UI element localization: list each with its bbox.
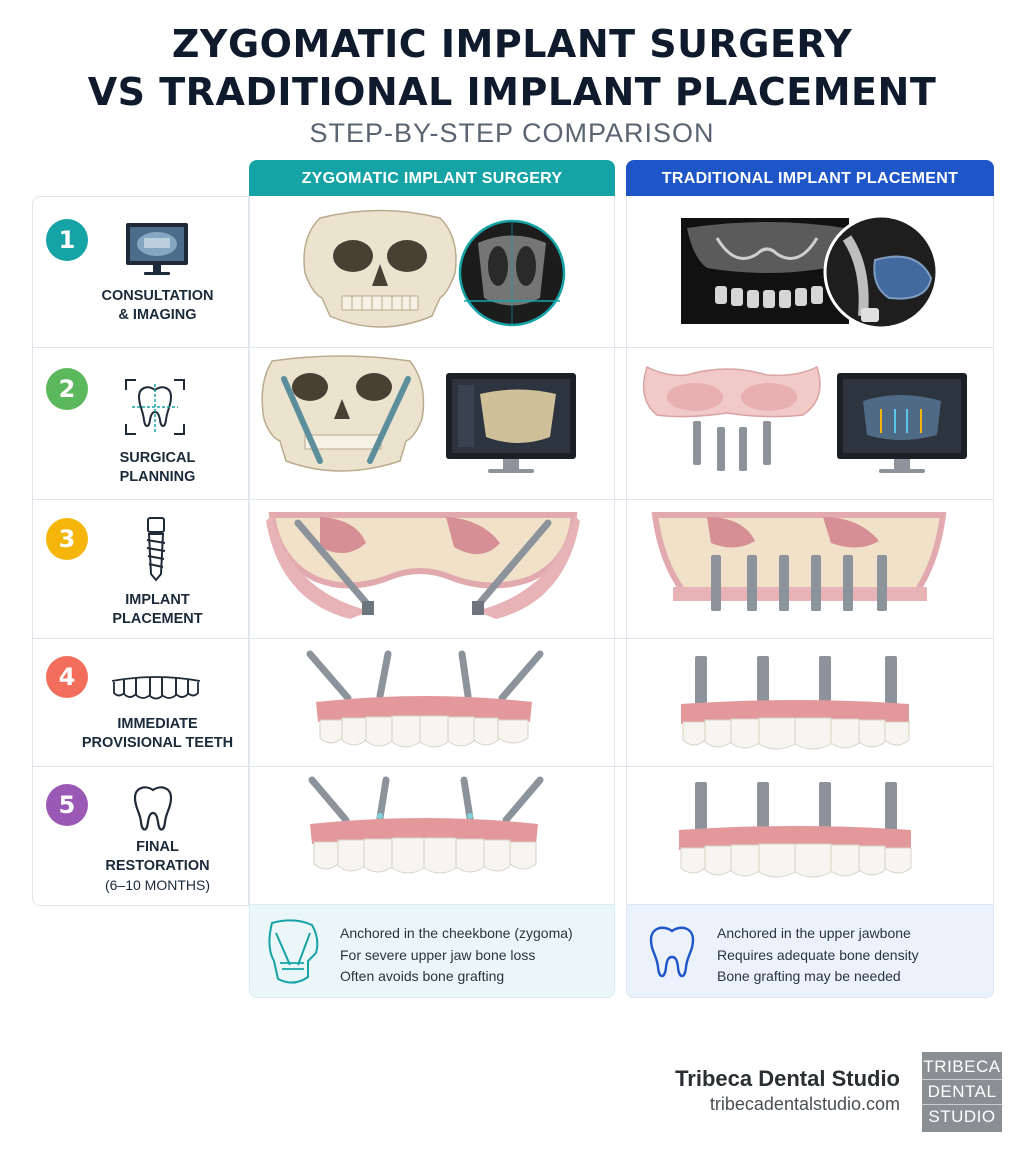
traditional-provisional-teeth-illustration	[627, 640, 993, 765]
implant-screw-icon	[143, 516, 169, 587]
step-1-number: 1	[46, 219, 88, 261]
step-5-number: 5	[46, 784, 88, 826]
row-divider	[32, 347, 994, 348]
page-title-line-1: ZYGOMATIC IMPLANT SURGERY	[171, 22, 853, 66]
zygomatic-summary-line-1: Anchored in the cheekbone (zygoma)	[340, 925, 573, 941]
traditional-summary-line-2: Requires adequate bone density	[717, 946, 919, 963]
zygomatic-consultation-illustration	[250, 198, 614, 346]
brand-name: Tribeca Dental Studio	[675, 1066, 900, 1091]
zygomatic-summary-line-2: For severe upper jaw bone loss	[340, 946, 536, 963]
teeth-arch-icon	[110, 673, 202, 706]
traditional-summary-line-1: Anchored in the upper jawbone	[717, 925, 911, 941]
step-1-label: CONSULTATION& IMAGING	[101, 288, 214, 323]
traditional-final-restoration-illustration	[627, 768, 993, 904]
step-4-number: 4	[46, 656, 88, 698]
zygomatic-summary: Anchored in the cheekbone (zygoma) For s…	[249, 904, 615, 998]
page-title-line-2: VS TRADITIONAL IMPLANT PLACEMENT	[87, 70, 937, 114]
zygomatic-placement-illustration	[250, 501, 614, 637]
traditional-placement-illustration	[627, 501, 993, 637]
page-subtitle: STEP-BY-STEP COMPARISON	[309, 118, 715, 148]
zygomatic-provisional-teeth-illustration	[250, 640, 614, 765]
traditional-column-header: TRADITIONAL IMPLANT PLACEMENT	[626, 160, 994, 197]
tooth-target-icon	[122, 376, 188, 443]
monitor-scan-icon	[124, 221, 190, 282]
zygomatic-final-restoration-illustration	[250, 768, 614, 904]
row-divider	[32, 638, 994, 639]
brand-logo: TRIBECA DENTAL STUDIO	[922, 1052, 1002, 1132]
row-divider	[32, 499, 994, 500]
zygomatic-column-header: ZYGOMATIC IMPLANT SURGERY	[249, 160, 615, 197]
zygomatic-planning-illustration	[250, 349, 614, 498]
tooth-icon	[132, 784, 174, 839]
step-3-number: 3	[46, 518, 88, 560]
traditional-consultation-illustration	[627, 198, 993, 346]
traditional-summary: Anchored in the upper jawbone Requires a…	[626, 904, 994, 998]
step-2-number: 2	[46, 368, 88, 410]
row-divider	[32, 766, 994, 767]
step-5-duration: (6–10 MONTHS)	[104, 877, 211, 893]
traditional-summary-line-3: Bone grafting may be needed	[717, 968, 901, 984]
brand-url[interactable]: tribecadentalstudio.com	[709, 1094, 900, 1114]
brand-block: Tribeca Dental Studio tribecadentalstudi…	[675, 1066, 900, 1115]
zygomatic-summary-line-3: Often avoids bone grafting	[340, 968, 505, 984]
jaw-implant-icon	[264, 917, 324, 994]
traditional-planning-illustration	[627, 349, 993, 498]
tooth-outline-icon	[647, 923, 697, 986]
